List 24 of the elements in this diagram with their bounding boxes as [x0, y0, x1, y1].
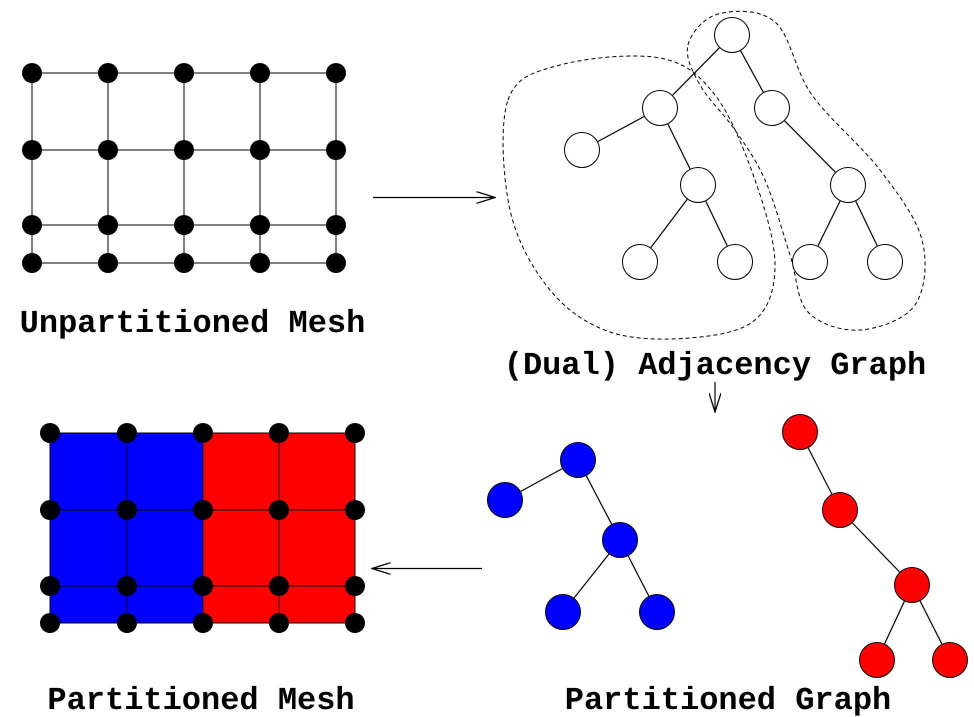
arrow	[708, 382, 722, 413]
tree-edge-line	[705, 200, 728, 246]
panel-caption: Partitioned Graph	[564, 682, 892, 717]
tree-edge-line	[808, 448, 832, 494]
tree-edge-line	[650, 199, 688, 248]
tree-edge-line	[920, 600, 942, 644]
tree-edge-line	[520, 468, 562, 492]
tree-edge-line	[672, 47, 720, 96]
tree-edge-line	[884, 601, 905, 644]
panel-caption: Partitioned Mesh	[47, 682, 355, 717]
tree-edge-line	[855, 200, 878, 246]
tree-edge-line	[667, 124, 691, 170]
tree-edge-line	[586, 476, 612, 524]
tree-edge-line	[817, 200, 841, 246]
tree-edge-line	[852, 522, 900, 572]
arrow	[373, 190, 496, 204]
tree-edge-line	[784, 120, 836, 173]
arrow	[371, 562, 482, 576]
tree-edge-line	[598, 116, 644, 142]
tree-edge-line	[574, 554, 610, 598]
panel-caption: (Dual) Adjacency Graph	[504, 347, 926, 384]
panel-caption: Unpartitioned Mesh	[20, 305, 366, 342]
tree-edge-line	[628, 556, 650, 596]
tree-edge-line	[740, 50, 764, 92]
